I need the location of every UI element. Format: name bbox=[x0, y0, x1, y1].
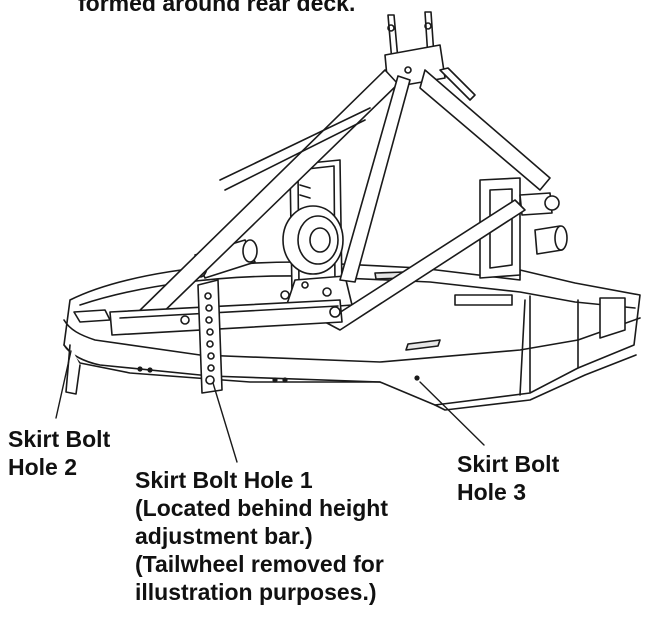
label-skirt-bolt-hole-2: Skirt Bolt Hole 2 bbox=[8, 426, 111, 480]
crossbar bbox=[109, 299, 343, 336]
top-caption: formed around rear deck. bbox=[78, 0, 356, 16]
hitch-a-frame bbox=[129, 11, 551, 331]
height-adjustment-bar bbox=[197, 279, 223, 394]
mower-deck bbox=[63, 261, 641, 411]
leader-hole1 bbox=[212, 382, 238, 463]
label-skirt-bolt-hole-1: Skirt Bolt Hole 1 (Located behind height… bbox=[135, 467, 388, 605]
gearbox bbox=[280, 159, 353, 311]
leader-hole2 bbox=[55, 350, 72, 419]
leader-hole3 bbox=[419, 381, 485, 446]
leader-lines bbox=[55, 350, 485, 463]
label-skirt-bolt-hole-3: Skirt Bolt Hole 3 bbox=[457, 451, 560, 505]
